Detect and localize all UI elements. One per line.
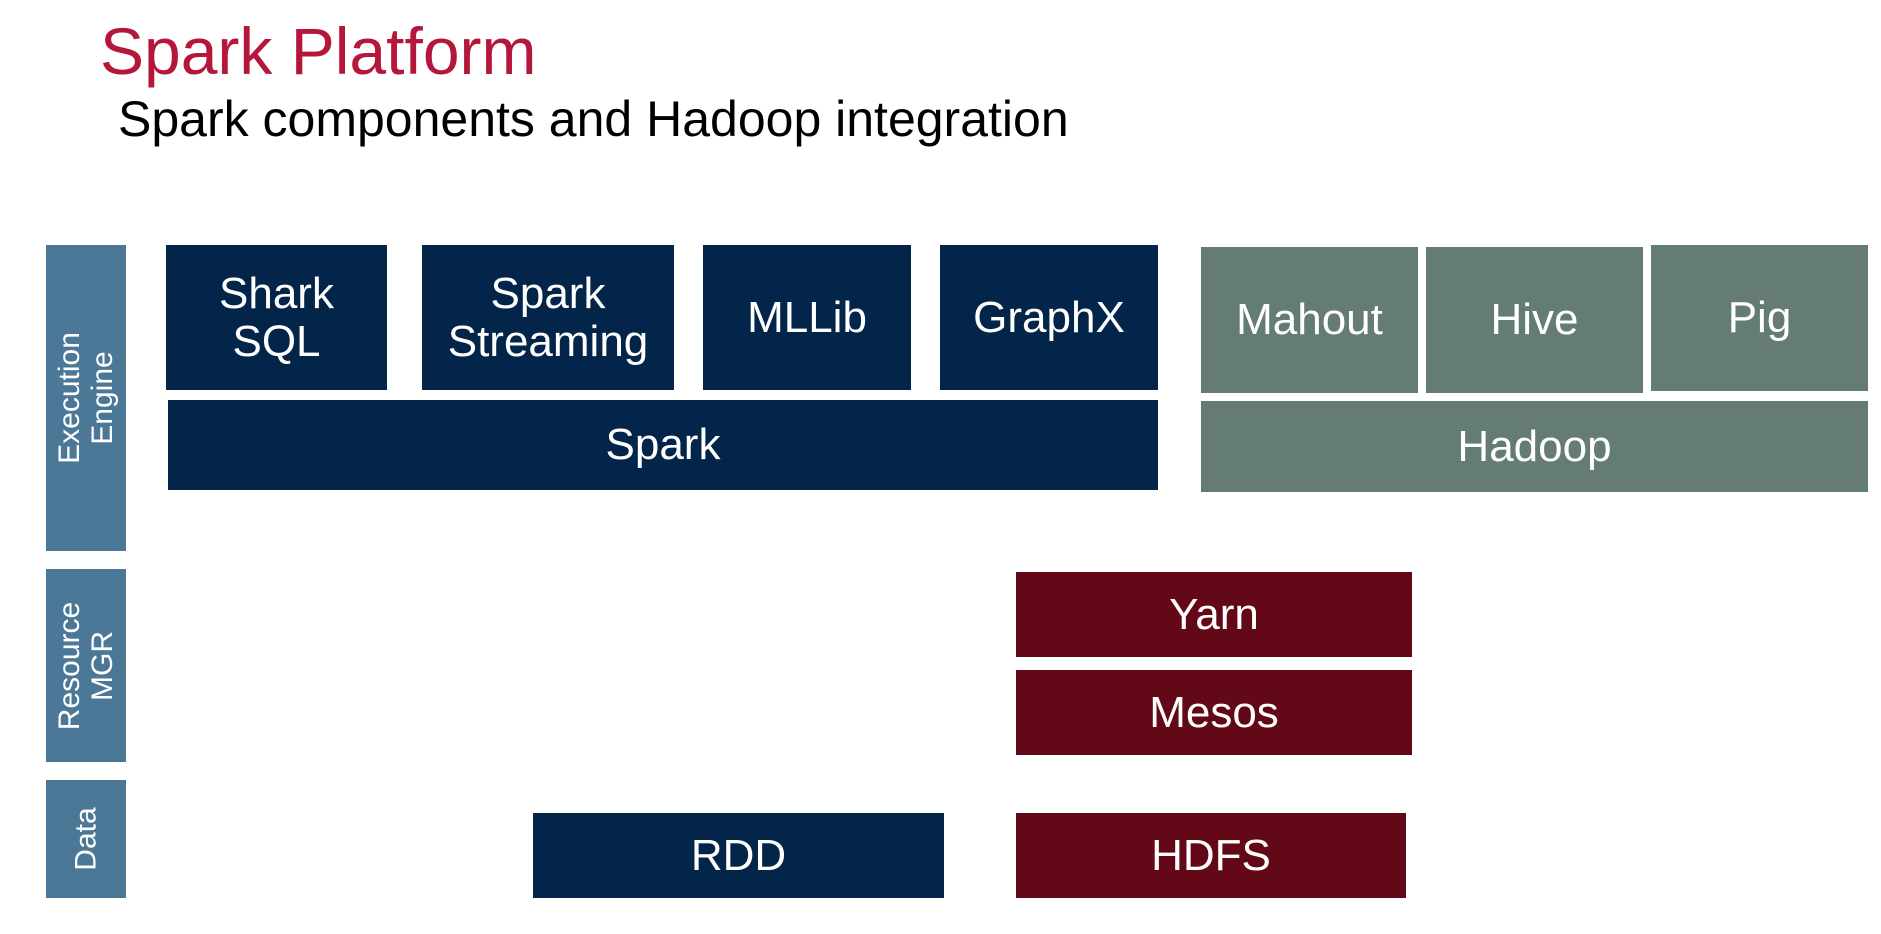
block-spark-streaming-line1: Spark <box>490 268 606 318</box>
block-mllib: MLLib <box>703 245 911 390</box>
block-spark-streaming: Spark Streaming <box>422 245 674 390</box>
layer-label-line: Execution <box>53 332 86 464</box>
block-hadoop: Hadoop <box>1201 401 1868 492</box>
block-mahout: Mahout <box>1201 247 1418 393</box>
layer-label-line: Data <box>69 807 103 871</box>
block-shark-sql-line1: Shark <box>219 268 334 318</box>
block-spark: Spark <box>168 400 1158 490</box>
layer-label-resource-mgr: Resource MGR <box>46 569 126 762</box>
layer-label-resource-mgr-text: Resource MGR <box>53 601 119 729</box>
page-subtitle: Spark components and Hadoop integration <box>118 91 1069 147</box>
layer-label-data-text: Data <box>70 807 103 870</box>
block-graphx: GraphX <box>940 245 1158 390</box>
layer-label-line: Engine <box>86 351 119 445</box>
block-shark-sql-line2: SQL <box>232 316 321 366</box>
layer-label-line: Resource <box>53 601 86 730</box>
block-shark-sql: Shark SQL <box>166 245 387 390</box>
layer-label-execution-engine-text: Execution Engine <box>53 332 119 464</box>
layer-label-line: MGR <box>86 630 119 701</box>
block-hdfs: HDFS <box>1016 813 1406 898</box>
block-hive: Hive <box>1426 247 1643 393</box>
page-title: Spark Platform <box>100 14 537 88</box>
layer-label-execution-engine: Execution Engine <box>46 245 126 551</box>
layer-label-data: Data <box>46 780 126 898</box>
block-spark-streaming-line2: Streaming <box>447 316 649 366</box>
block-mesos: Mesos <box>1016 670 1412 755</box>
block-pig: Pig <box>1651 245 1868 391</box>
block-yarn: Yarn <box>1016 572 1412 657</box>
block-rdd: RDD <box>533 813 944 898</box>
